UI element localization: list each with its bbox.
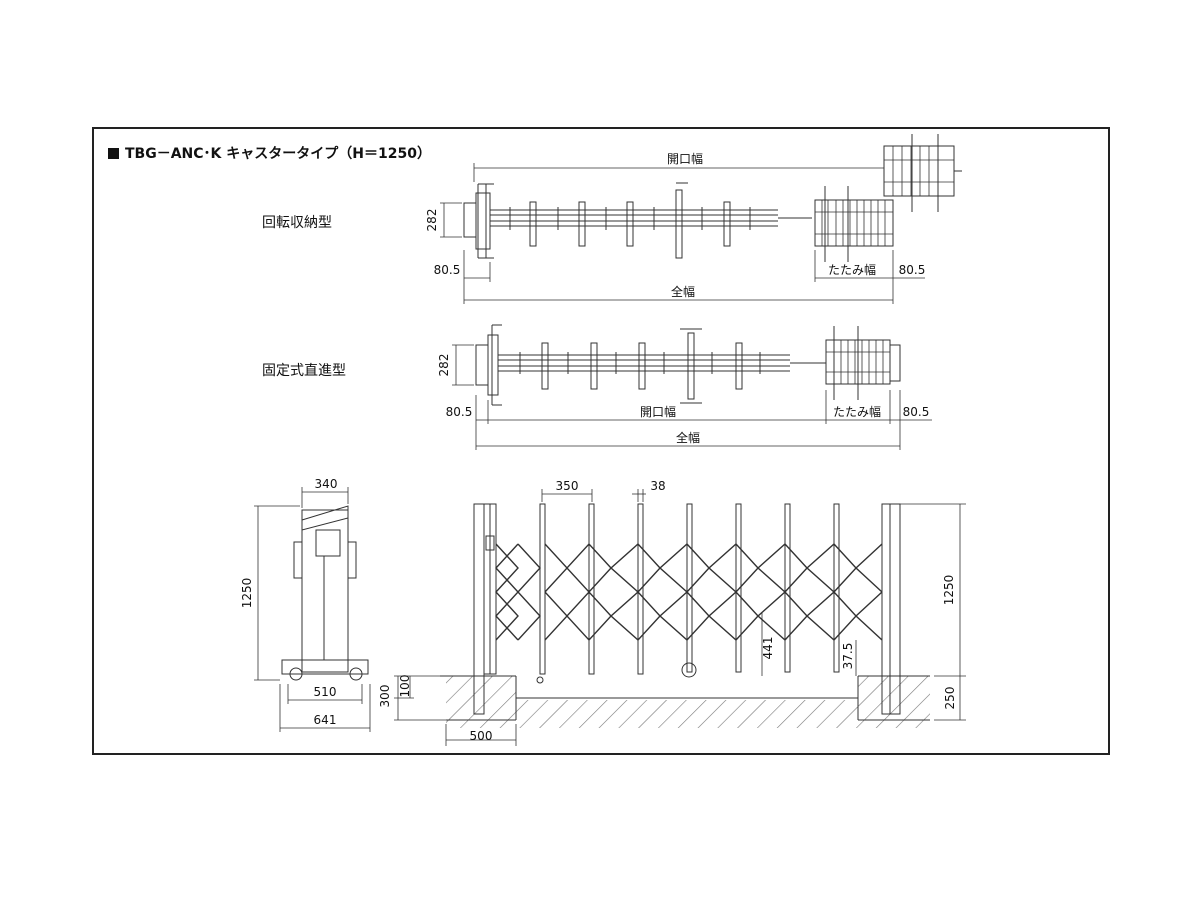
type-label-rotating: 回転収納型 — [262, 215, 332, 231]
plan-view-fixed — [475, 324, 901, 406]
dim-38: 38 — [650, 479, 665, 493]
title-square-icon — [108, 148, 119, 159]
dim-300: 300 — [378, 685, 392, 708]
dim-80-5-right-2: 80.5 — [903, 405, 930, 419]
dim-37-5: 37.5 — [841, 643, 855, 670]
dim-1250-right: 1250 — [942, 575, 956, 606]
dim-510: 510 — [314, 685, 337, 699]
dim-total-width-1: 全幅 — [671, 284, 695, 299]
dim-500: 500 — [470, 729, 493, 743]
plan-view-fixed-dims — [452, 344, 932, 450]
dim-100: 100 — [398, 675, 412, 698]
side-view — [281, 505, 369, 681]
dim-80-5-right-1: 80.5 — [899, 263, 926, 277]
type-label-fixed: 固定式直進型 — [262, 363, 346, 379]
dim-282-1: 282 — [425, 209, 439, 232]
dim-340: 340 — [315, 477, 338, 491]
dim-350: 350 — [556, 479, 579, 493]
dim-1250-left: 1250 — [240, 578, 254, 609]
front-elevation — [440, 503, 930, 728]
drawing-title: TBG－ANC･K キャスタータイプ（H＝1250） — [108, 143, 431, 163]
dim-441: 441 — [761, 637, 775, 660]
dim-282-2: 282 — [437, 354, 451, 377]
plan-view-rotating-dims — [440, 163, 925, 304]
dim-80-5-left-1: 80.5 — [434, 263, 461, 277]
title-text: TBG－ANC･K キャスタータイプ（H＝1250） — [125, 146, 431, 162]
dim-80-5-left-2: 80.5 — [446, 405, 473, 419]
drawing-frame — [92, 127, 1110, 755]
plan-view-rotating — [463, 134, 962, 262]
dim-641: 641 — [314, 713, 337, 727]
dim-opening-width-1: 開口幅 — [667, 151, 703, 166]
dim-total-width-2: 全幅 — [676, 430, 700, 445]
dim-folded-width-2: たたみ幅 — [833, 404, 881, 419]
dim-opening-width-2: 開口幅 — [640, 404, 676, 419]
side-view-dims — [254, 487, 371, 732]
dim-250: 250 — [943, 687, 957, 710]
dim-folded-width-1: たたみ幅 — [828, 262, 876, 277]
front-elevation-dims — [394, 489, 966, 746]
